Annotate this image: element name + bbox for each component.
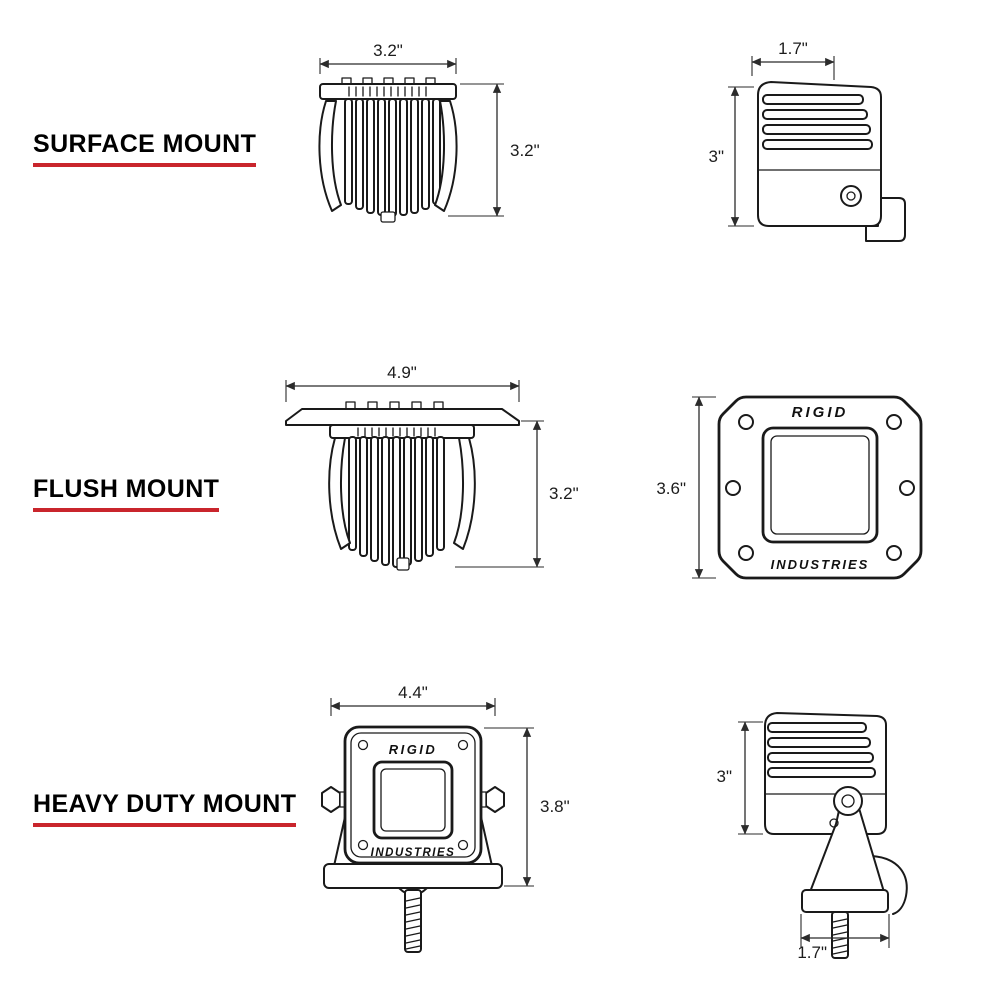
surface-mount-side-view: 1.7" 3" [709, 39, 906, 242]
brand-logo-text: RIGID [792, 404, 849, 421]
dim-label-heavy-front-height: 3.8" [540, 797, 570, 816]
side-bolt-right [485, 786, 505, 813]
corner-screw [457, 839, 469, 851]
dim-label-surface-front-width: 3.2" [373, 41, 403, 60]
cooling-fin-array [348, 436, 445, 568]
lens-inner [380, 768, 446, 832]
dim-label-heavy-side-height: 3" [717, 767, 733, 786]
dimension-flush-front-width: 4.9" [285, 363, 520, 402]
top-tab [411, 401, 422, 410]
screw-hole [886, 414, 902, 430]
mounting-foot [865, 197, 906, 242]
dim-label-flush-front-width: 4.9" [387, 363, 417, 382]
housing-left-shell [318, 100, 342, 212]
corner-screw [357, 839, 369, 851]
flush-face-drawing: RIGID INDUSTRIES [717, 395, 923, 580]
brand-logo-text: RIGID [389, 742, 438, 757]
housing-top-bar [319, 83, 457, 100]
flush-mount-rear-view: 4.9" 3.2" [285, 363, 579, 571]
power-wire [871, 855, 908, 915]
pivot-bolt [833, 786, 863, 816]
flush-rear-drawing [285, 401, 520, 571]
dimension-surface-front-height: 3.2" [448, 83, 540, 217]
lens-outer [761, 426, 879, 544]
dim-label-surface-front-height: 3.2" [510, 141, 540, 160]
pivot-bolt-center [841, 794, 855, 808]
dim-label-flush-front-height: 3.2" [549, 484, 579, 503]
screw-hole [899, 480, 915, 496]
top-bar-hatch [357, 427, 436, 437]
brand-sub-text: INDUSTRIES [371, 847, 456, 859]
dimension-heavy-front-height: 3.8" [484, 727, 570, 887]
cooling-fin-array [344, 98, 441, 217]
dimension-flush-face-height: 3.6" [656, 396, 716, 579]
dim-label-heavy-front-width: 4.4" [398, 683, 428, 702]
dim-label-surface-side-depth: 1.7" [778, 39, 808, 58]
heavy-duty-front-view: 4.4" 3.8" [321, 683, 570, 953]
dimension-surface-side-depth: 1.7" [751, 39, 835, 80]
cooling-fin-array [762, 94, 873, 150]
flush-mount-face-view: 3.6" RIGID INDUSTRIES [656, 395, 923, 580]
corner-screw [357, 739, 369, 751]
corner-screw [457, 739, 469, 751]
stud-threads [405, 897, 421, 950]
housing-right-shell [453, 437, 476, 550]
adjust-screw [829, 818, 839, 828]
heavy-duty-side-view: 3" [717, 712, 908, 962]
dimension-heavy-front-width: 4.4" [330, 683, 496, 716]
top-tab [389, 401, 400, 410]
screw-hole [725, 480, 741, 496]
bracket-base [801, 889, 889, 913]
top-bar-hatch [348, 86, 427, 97]
top-tab [433, 401, 444, 410]
bracket-base [323, 863, 503, 889]
dimension-heavy-side-height: 3" [717, 721, 763, 835]
lens-outer [372, 760, 454, 840]
bottom-tab [396, 557, 410, 571]
dim-label-heavy-side-base-depth: 1.7" [797, 943, 827, 962]
section-label-flush-mount: FLUSH MOUNT [33, 475, 220, 512]
brand-sub-text: INDUSTRIES [771, 557, 870, 572]
dimension-heavy-side-base-depth: 1.7" [797, 914, 890, 962]
light-housing-inner [350, 732, 476, 858]
surface-side-drawing [757, 81, 906, 242]
flush-flange [285, 408, 520, 426]
housing-right-shell [434, 100, 458, 212]
screw-hole [738, 414, 754, 430]
bottom-tab [380, 211, 396, 223]
housing-left-shell [328, 437, 351, 550]
top-tab [367, 401, 378, 410]
dim-label-surface-side-height: 3" [709, 147, 725, 166]
pivot-screw [840, 185, 862, 207]
screw-hole [738, 545, 754, 561]
top-tab [345, 401, 356, 410]
section-label-heavy-duty-mount: HEAVY DUTY MOUNT [33, 790, 297, 827]
dimension-surface-side-height: 3" [709, 86, 754, 227]
dimension-surface-front-width: 3.2" [319, 41, 457, 74]
section-label-surface-mount: SURFACE MOUNT [33, 130, 257, 167]
housing-top-bar [329, 424, 475, 439]
surface-mount-front-view: 3.2" 3.2" [318, 41, 540, 223]
surface-front-drawing [318, 77, 458, 223]
cooling-fin-array [767, 722, 876, 778]
screw-hole [886, 545, 902, 561]
side-bolt-left [321, 786, 341, 813]
lens-inner [770, 435, 870, 535]
dim-label-flush-face-height: 3.6" [656, 479, 686, 498]
pivot-screw-center [846, 191, 856, 201]
heavy-front-drawing: RIGID INDUSTRIES [321, 725, 505, 953]
heavy-side-drawing [764, 712, 908, 959]
dimension-flush-front-height: 3.2" [455, 420, 579, 568]
